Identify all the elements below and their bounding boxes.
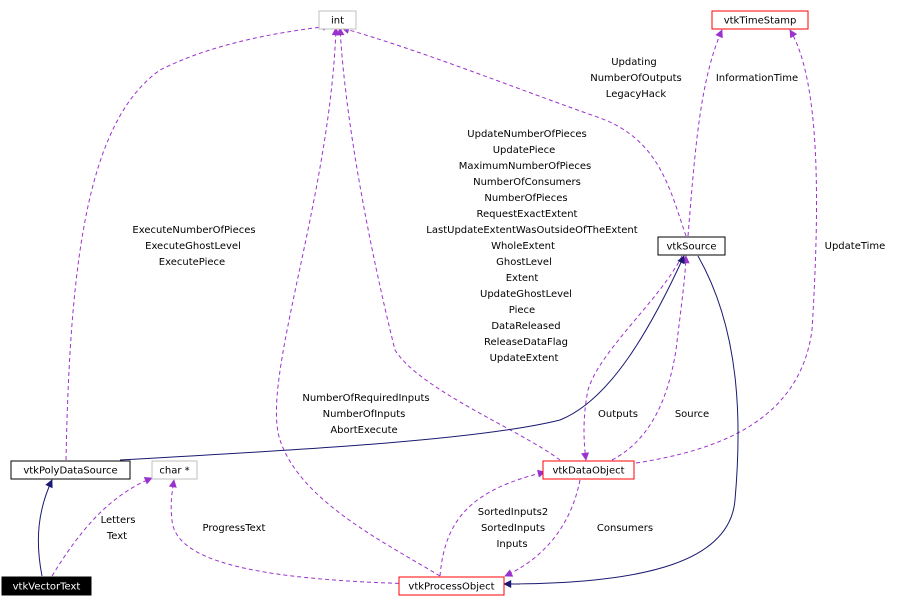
node-vtktimestamp[interactable]: vtkTimeStamp [711,10,809,30]
node-vtkprocessobject-label: vtkProcessObject [408,582,494,593]
edge-label-update-time: UpdateTime [825,241,886,252]
edge-vectortext-char [51,476,153,577]
edge-label: UpdateGhostLevel [480,289,572,300]
edge-dataobject-source [611,255,690,461]
edge-source-dataobject [581,255,683,461]
edge-source-timestamp [687,29,723,237]
edge-label: Piece [509,305,535,316]
edge-label: ExecuteNumberOfPieces [132,225,255,236]
node-int-label: int [331,16,344,27]
node-vtkvectortext-label: vtkVectorText [13,582,81,593]
edge-source-int [341,26,687,237]
node-vtksource[interactable]: vtkSource [657,236,726,256]
labels-dataobject-int: UpdateNumberOfPieces UpdatePiece Maximum… [426,129,637,364]
edge-label: AbortExecute [330,425,397,436]
edge-label: SortedInputs [481,523,545,534]
labels-processobject-dataobject: SortedInputs2 SortedInputs Inputs [478,507,548,550]
edge-processobject-int [275,27,441,577]
edge-label: NumberOfInputs [323,409,406,420]
node-vtkpolydatasource-label: vtkPolyDataSource [23,466,117,477]
labels-polydatasource-int: ExecuteNumberOfPieces ExecuteGhostLevel … [132,225,255,268]
edge-label: NumberOfConsumers [473,177,581,188]
edge-label: GhostLevel [496,257,552,268]
edge-polydatasource-int [65,22,331,461]
edge-label-source: Source [675,409,709,420]
edge-label: Extent [506,273,539,284]
node-char-ptr[interactable]: char * [151,460,198,480]
edge-label: Inputs [496,539,527,550]
edge-inherit-vectortext-polydatasource [37,479,53,577]
labels-source-int: Updating NumberOfOutputs LegacyHack [590,57,682,100]
edge-label: NumberOfPieces [484,193,567,204]
edge-dataobject-int [336,27,561,461]
node-char-ptr-label: char * [159,466,189,477]
edge-label: Updating [611,57,657,68]
node-vtkvectortext[interactable]: vtkVectorText [1,576,92,596]
edge-label: ExecutePiece [159,257,225,268]
edge-inherit-processobject-source [503,255,739,585]
edge-label: LastUpdateExtentWasOutsideOfTheExtent [426,225,637,236]
edge-dataobject-timestamp [635,29,818,464]
edge-label: NumberOfRequiredInputs [302,393,429,404]
node-vtkdataobject-label: vtkDataObject [552,466,624,477]
edge-label: UpdateExtent [490,353,559,364]
labels-processobject-int: NumberOfRequiredInputs NumberOfInputs Ab… [302,393,429,436]
edge-label: SortedInputs2 [478,507,548,518]
edge-label: WholeExtent [491,241,555,252]
edge-label-information-time: InformationTime [716,73,798,84]
edge-label: LegacyHack [606,89,667,100]
node-vtkpolydatasource[interactable]: vtkPolyDataSource [10,460,131,480]
node-vtktimestamp-label: vtkTimeStamp [724,16,797,27]
edge-label: RequestExactExtent [477,209,578,220]
edge-label: UpdatePiece [493,145,556,156]
labels-vectortext-char: Letters Text [101,515,136,542]
node-vtkprocessobject[interactable]: vtkProcessObject [398,576,505,596]
edge-label: ExecuteGhostLevel [145,241,241,252]
edge-label-progress-text: ProgressText [203,523,266,534]
edge-inherit-polydatasource-source [119,255,685,461]
edge-label: Letters [101,515,136,526]
edge-label-outputs: Outputs [598,409,638,420]
edge-label: NumberOfOutputs [590,73,682,84]
node-vtksource-label: vtkSource [667,242,717,253]
edge-processobject-char [168,479,421,585]
edge-label-consumers: Consumers [597,523,653,534]
edge-label: UpdateNumberOfPieces [467,129,586,140]
edge-label: Text [106,531,127,542]
node-vtkdataobject[interactable]: vtkDataObject [542,460,635,480]
edge-label: DataReleased [491,321,560,332]
edge-processobject-dataobject [439,469,546,577]
edge-dataobject-processobject [504,479,581,577]
edge-label: MaximumNumberOfPieces [459,161,591,172]
node-int[interactable]: int [318,10,357,30]
edge-label: ReleaseDataFlag [484,337,568,348]
